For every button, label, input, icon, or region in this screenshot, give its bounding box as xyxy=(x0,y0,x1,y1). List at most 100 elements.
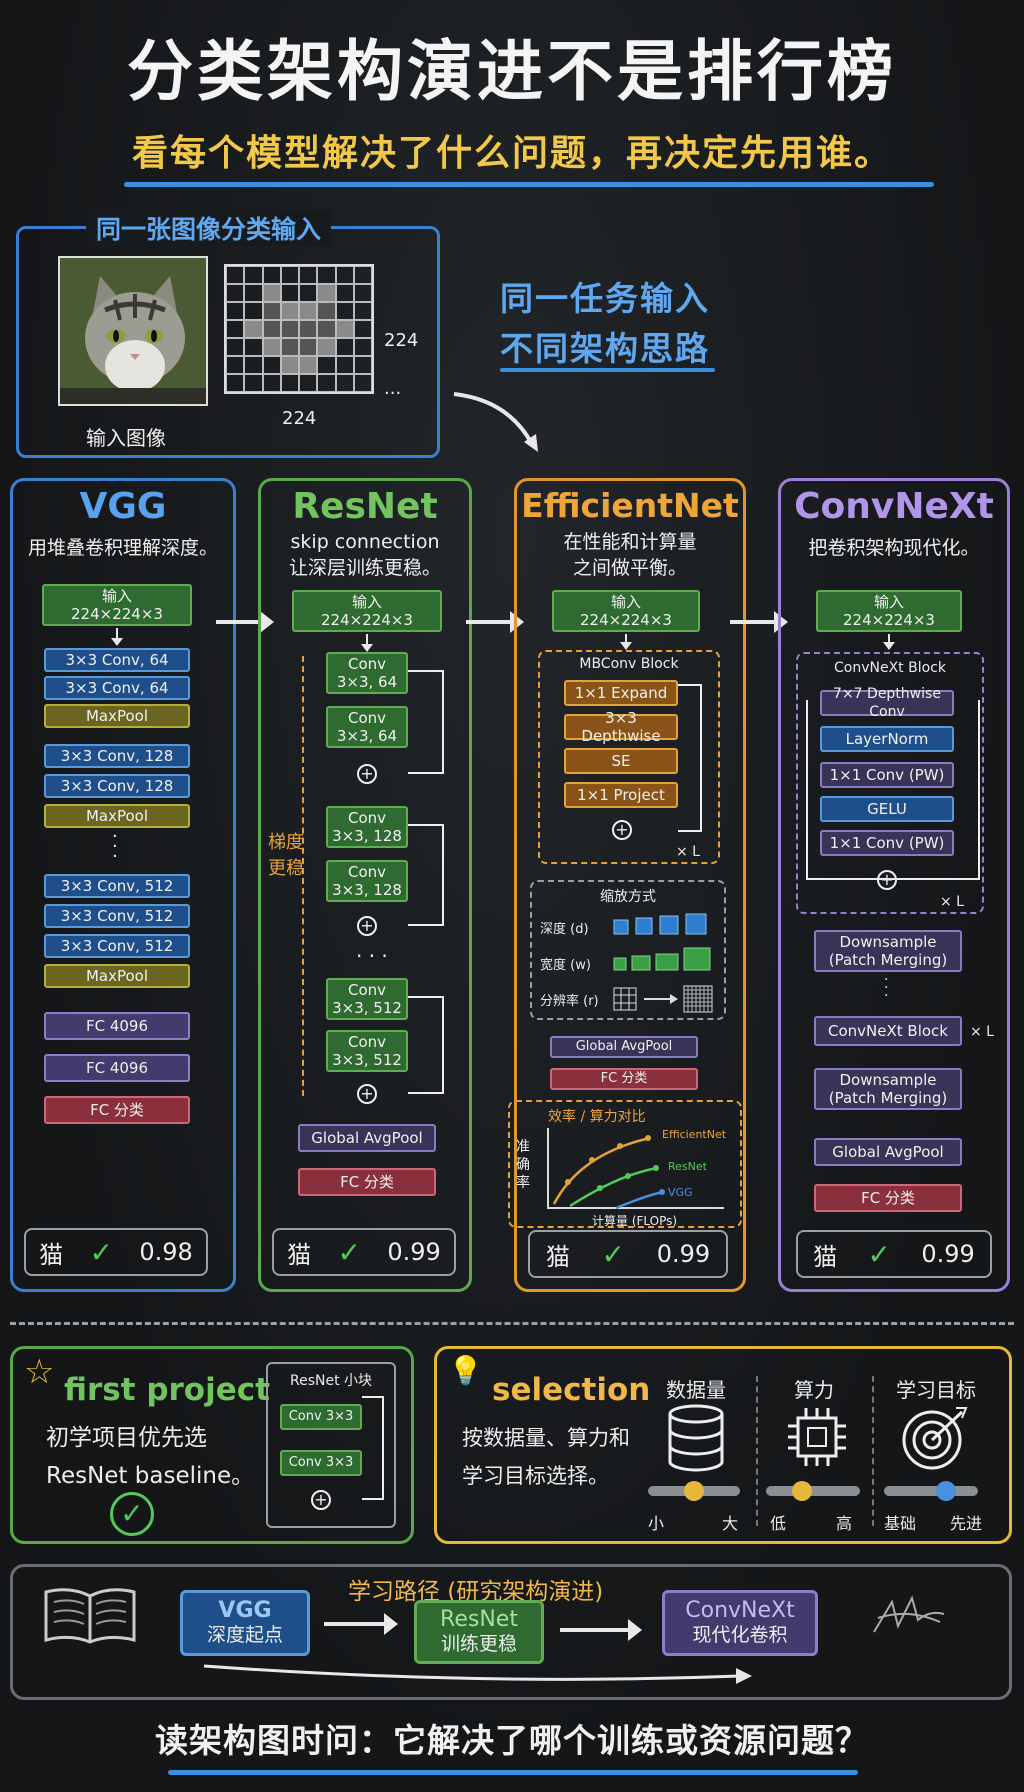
learning-path-panel xyxy=(10,1564,1012,1700)
convnext-downsample2: Downsample (Patch Merging) xyxy=(814,1068,962,1110)
convnext-repeat2: × L xyxy=(970,1024,994,1040)
resnet-desc2: 让深层训练更稳。 xyxy=(288,557,441,579)
vgg-dots: ··· xyxy=(112,826,118,867)
footer-underline xyxy=(168,1770,858,1775)
convnext-input: 输入 224×224×3 xyxy=(816,590,962,632)
check-circle-icon: ✓ xyxy=(110,1492,154,1536)
chart-legend-vgg: VGG xyxy=(668,1186,693,1199)
scaling-row: 分辨率 (r) xyxy=(540,994,599,1009)
slider-goal xyxy=(884,1481,978,1501)
check-icon: ✓ xyxy=(337,1235,361,1269)
mbconv-layer: 1×1 Project xyxy=(564,782,678,808)
vgg-title: VGG xyxy=(79,486,167,527)
path-step-desc: 深度起点 xyxy=(206,1624,283,1646)
selection-line2: 学习目标选择。 xyxy=(462,1464,609,1488)
convnext-block-title: ConvNeXt Block xyxy=(834,660,946,676)
convnext-arrow xyxy=(883,634,895,650)
vgg-layer: 3×3 Conv, 128 xyxy=(44,774,190,798)
factor-high: 先进 xyxy=(950,1514,983,1533)
path-step-name: ConvNeXt xyxy=(685,1598,795,1623)
vgg-layer: 3×3 Conv, 512 xyxy=(44,934,190,958)
grid-ellipsis: ... xyxy=(384,378,402,399)
dim-width: 224 xyxy=(282,408,317,429)
vgg-layer: 3×3 Conv, 64 xyxy=(44,676,190,700)
curved-arrow-icon xyxy=(453,392,538,452)
scaling-title: 缩放方式 xyxy=(600,889,656,905)
chart-legend-efficientnet: EfficientNet xyxy=(662,1128,727,1141)
vgg-layer: MaxPool xyxy=(44,964,190,988)
convnext-result-score: 0.99 xyxy=(921,1240,975,1268)
resnet-conv: Conv 3×3, 128 xyxy=(326,860,408,902)
note-line2: 不同架构思路 xyxy=(500,329,710,368)
efficientnet-result-score: 0.99 xyxy=(656,1240,711,1268)
convnext-result: 猫 ✓ 0.99 xyxy=(796,1230,992,1278)
resnet-result-score: 0.99 xyxy=(387,1238,441,1266)
slider-knob xyxy=(684,1481,704,1501)
convnext-block xyxy=(796,652,984,914)
gradient-dashed-line xyxy=(302,656,304,1096)
resnet-desc1: skip connection xyxy=(290,531,440,553)
resnet-conv: Conv 3×3, 64 xyxy=(326,652,408,694)
slider-compute xyxy=(766,1481,860,1501)
selection-panel xyxy=(434,1346,1012,1544)
mbconv-skip xyxy=(678,684,702,832)
vgg-layer: 3×3 Conv, 512 xyxy=(44,904,190,928)
resnet-fc: FC 分类 xyxy=(298,1168,436,1196)
factor-high: 高 xyxy=(836,1514,853,1533)
note-line1: 同一任务输入 xyxy=(500,279,710,318)
image-label: 输入图像 xyxy=(86,426,166,450)
selection-title: selection xyxy=(492,1372,651,1408)
resnet-dots: · · · xyxy=(356,944,388,968)
scaling-row: 深度 (d) xyxy=(540,922,589,937)
path-arrow xyxy=(324,1613,398,1635)
star-icon: ☆ xyxy=(24,1352,55,1392)
selection-divider xyxy=(756,1376,758,1526)
convnext-fc: FC 分类 xyxy=(814,1184,962,1212)
resnet-conv: Conv 3×3, 512 xyxy=(326,978,408,1020)
width-cubes-icon xyxy=(613,947,711,971)
resnet-conv: Conv 3×3, 64 xyxy=(326,706,408,748)
chart-legend-resnet: ResNet xyxy=(668,1160,707,1173)
first-project-panel xyxy=(10,1346,414,1544)
path-step-desc: 现代化卷积 xyxy=(692,1624,788,1646)
cat-image xyxy=(58,256,208,406)
note-underline xyxy=(500,368,715,372)
vgg-result-score: 0.98 xyxy=(139,1238,193,1266)
resnet-result-label: 猫 xyxy=(287,1240,312,1269)
first-project-title: first project xyxy=(64,1372,270,1408)
database-icon xyxy=(668,1404,724,1472)
arrow-efficientnet-to-convnext xyxy=(730,611,788,633)
add-icon: + xyxy=(357,764,377,784)
vgg-desc: 用堆叠卷积理解深度。 xyxy=(27,537,218,559)
skip-line xyxy=(408,824,444,926)
section-divider xyxy=(10,1322,1014,1325)
efficientnet-fc: FC 分类 xyxy=(550,1068,698,1090)
subtitle-underline xyxy=(124,182,934,187)
gradient-note: 梯度 更稳 xyxy=(268,832,304,879)
input-panel-title: 同一张图像分类输入 xyxy=(86,210,332,246)
convnext-layer: 1×1 Conv (PW) xyxy=(820,830,954,856)
lightbulb-icon: 💡 xyxy=(448,1354,483,1387)
convnext-repeat: × L xyxy=(940,894,964,910)
add-icon: + xyxy=(612,820,632,840)
path-step-convnext: ConvNeXt 现代化卷积 xyxy=(662,1590,818,1656)
convnext-dots: ··· xyxy=(884,972,889,1004)
check-icon: ✓ xyxy=(89,1235,113,1269)
convnext-column xyxy=(778,478,1010,1292)
factor-low: 低 xyxy=(770,1514,787,1533)
convnext-title: ConvNeXt xyxy=(794,486,994,527)
scaling-row: 宽度 (w) xyxy=(540,958,591,973)
slider-knob xyxy=(792,1481,812,1501)
convnext-layer: GELU xyxy=(820,796,954,822)
target-icon xyxy=(902,1407,968,1470)
vgg-layer: FC 4096 xyxy=(44,1054,190,1082)
vgg-layer: 3×3 Conv, 64 xyxy=(44,648,190,672)
vgg-layer: FC 分类 xyxy=(44,1096,190,1124)
chart-title: 效率 / 算力对比 xyxy=(548,1109,646,1125)
arrow-resnet-to-efficientnet xyxy=(466,611,524,633)
dim-height: 224 xyxy=(384,330,419,351)
convnext-pool: Global AvgPool xyxy=(814,1138,962,1166)
resolution-grid-icon xyxy=(613,985,713,1013)
skip-line xyxy=(408,670,444,774)
vgg-input: 输入 224×224×3 xyxy=(42,584,192,626)
